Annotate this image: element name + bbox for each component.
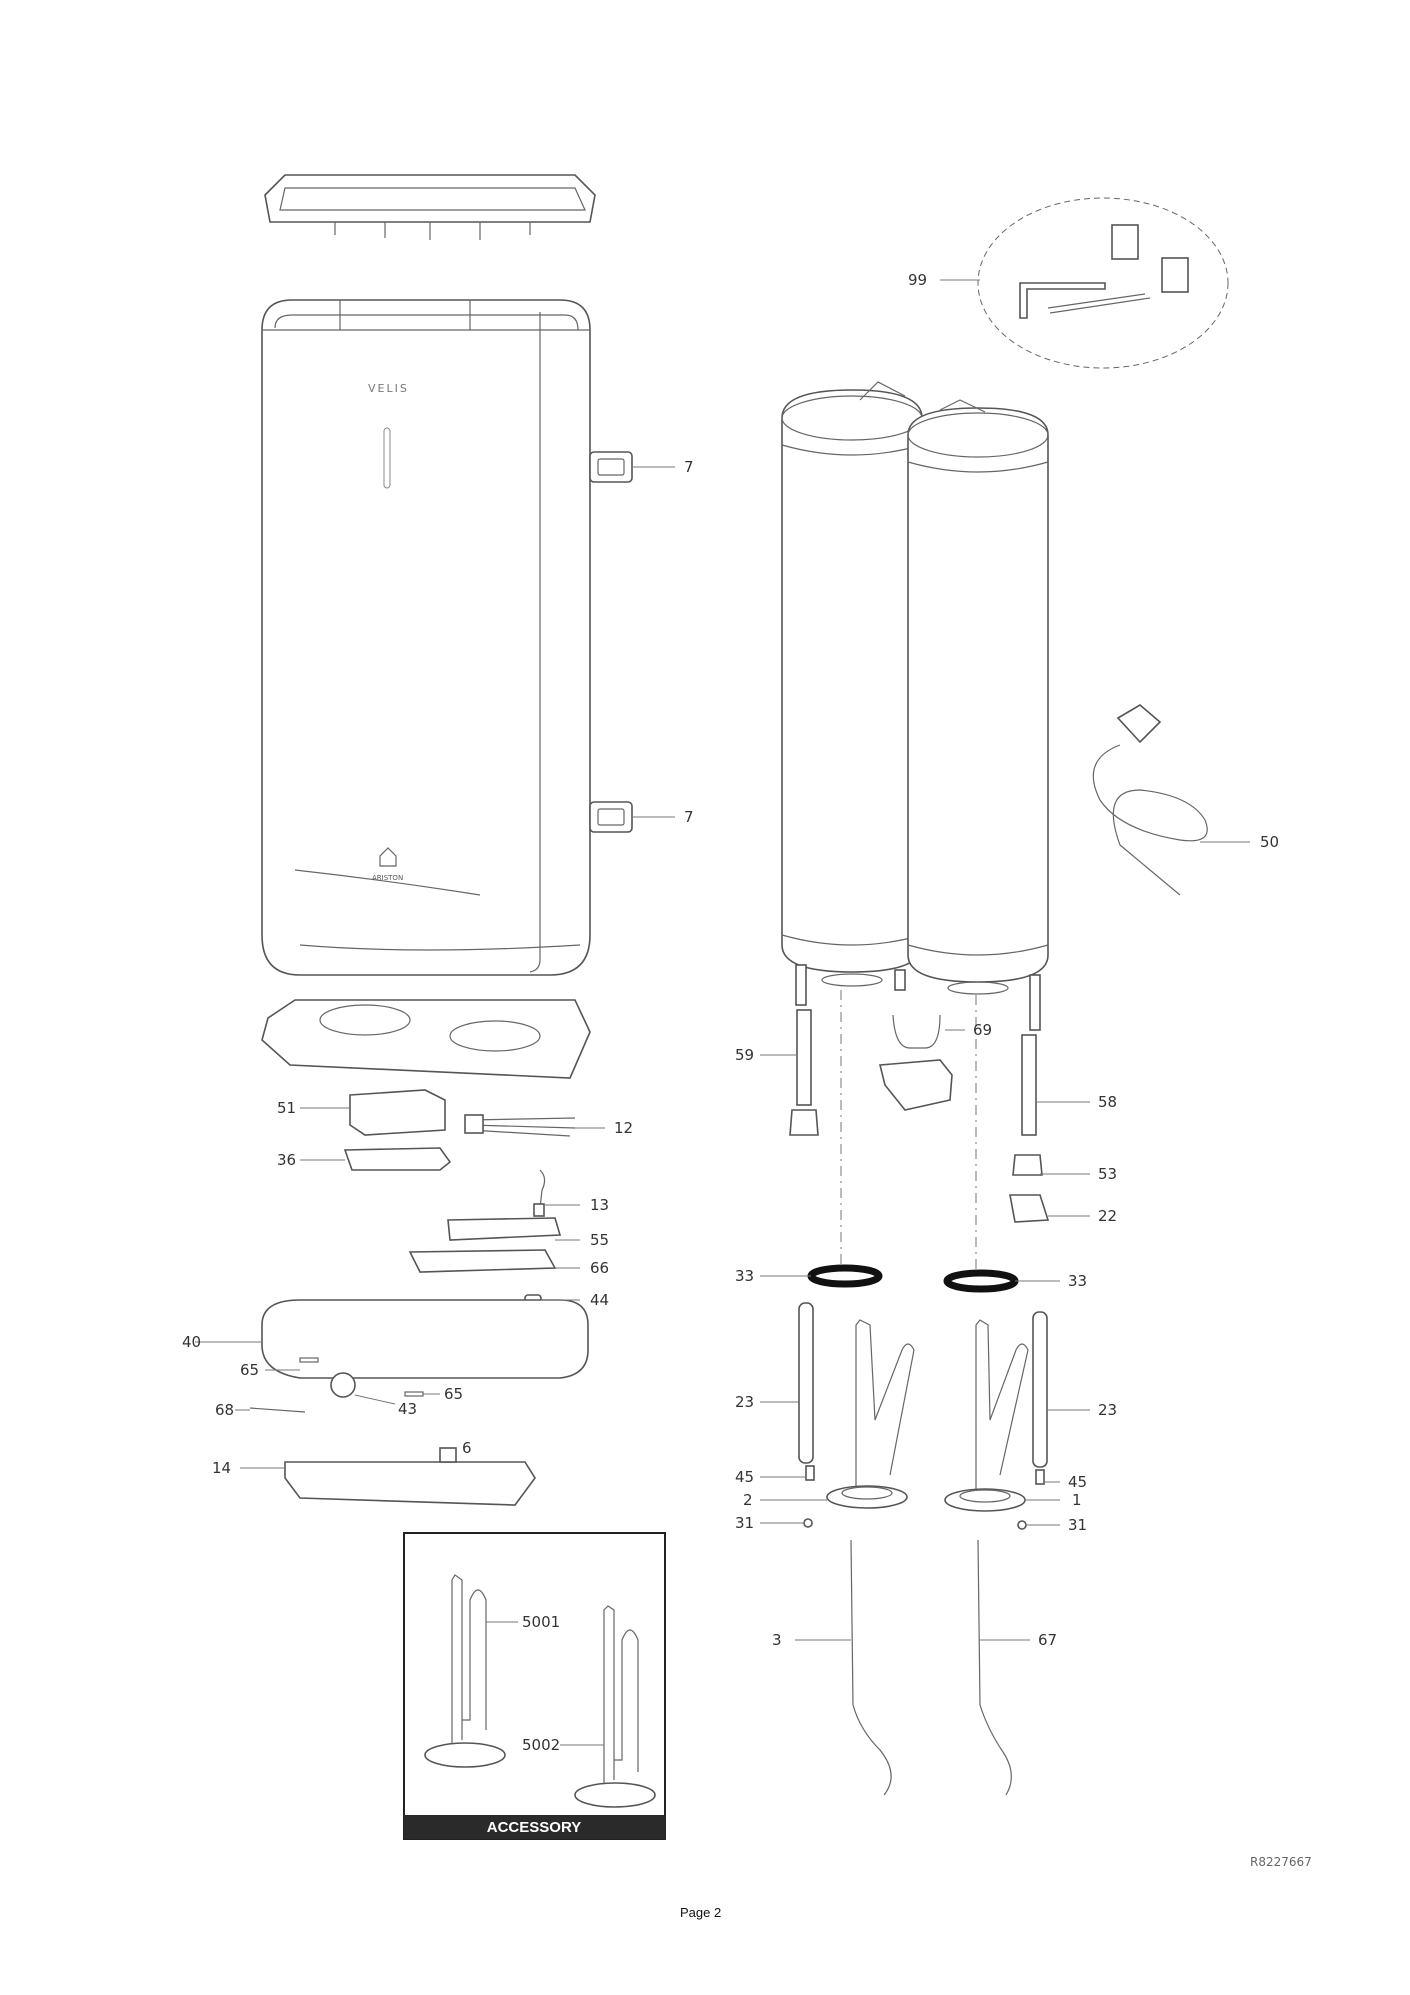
maker-logo: ARISTON — [372, 874, 403, 882]
callout-59: 59 — [735, 1046, 754, 1064]
callout-43: 43 — [398, 1400, 417, 1418]
callout-65-right: 65 — [444, 1385, 463, 1403]
callout-69: 69 — [973, 1021, 992, 1039]
screw-left — [805, 1465, 815, 1481]
tank-left — [781, 381, 923, 973]
heating-element-5002 — [574, 1605, 656, 1808]
display-slot — [383, 427, 391, 489]
gasket-left — [807, 1264, 883, 1288]
callout-14: 14 — [212, 1459, 231, 1477]
callout-1: 1 — [1072, 1491, 1082, 1509]
accessory-label: ACCESSORY — [487, 1819, 581, 1836]
callout-66: 66 — [590, 1259, 609, 1277]
power-cable — [1092, 704, 1208, 896]
callout-22: 22 — [1098, 1207, 1117, 1225]
callout-50: 50 — [1260, 833, 1279, 851]
callout-23-left: 23 — [735, 1393, 754, 1411]
installation-manual-icon — [1111, 224, 1139, 260]
bottom-cover — [249, 1299, 589, 1413]
nut-left — [803, 1518, 813, 1528]
callout-58: 58 — [1098, 1093, 1117, 1111]
callout-65-left: 65 — [240, 1361, 259, 1379]
anode-right — [1032, 1311, 1048, 1468]
callout-labels: 7 7 99 50 59 69 58 53 22 33 33 23 23 45 … — [182, 271, 1279, 1754]
display-board — [408, 1249, 557, 1273]
accessory-box: ACCESSORY — [403, 1532, 666, 1840]
anode-left — [798, 1302, 814, 1464]
brand-house-icon — [379, 847, 397, 867]
callout-12: 12 — [614, 1119, 633, 1137]
callout-55: 55 — [590, 1231, 609, 1249]
leader-lines — [195, 279, 1250, 1746]
control-knob — [330, 1372, 356, 1398]
wall-bracket-upper — [589, 451, 633, 483]
callout-31-left: 31 — [735, 1514, 754, 1532]
callout-44: 44 — [590, 1291, 609, 1309]
callout-5002: 5002 — [522, 1736, 560, 1754]
control-module — [349, 1089, 446, 1136]
callout-5001: 5001 — [522, 1613, 560, 1631]
power-board — [447, 1217, 562, 1241]
callout-53: 53 — [1098, 1165, 1117, 1183]
top-cover — [264, 174, 596, 240]
callout-3: 3 — [772, 1631, 782, 1649]
wall-bracket-lower — [589, 801, 633, 833]
flexible-pipe-left — [789, 1009, 819, 1136]
callout-2: 2 — [743, 1491, 753, 1509]
gasket-right — [943, 1269, 1019, 1293]
main-casing: VELIS ARISTON — [261, 299, 591, 976]
safety-manual-icon — [1161, 257, 1189, 293]
callout-40: 40 — [182, 1333, 201, 1351]
callout-7-lower: 7 — [684, 808, 694, 826]
terminal-block — [343, 1147, 452, 1171]
callout-68: 68 — [215, 1401, 234, 1419]
callout-45-right: 45 — [1068, 1473, 1087, 1491]
bottom-grille — [284, 1447, 536, 1506]
nut-right — [1017, 1520, 1027, 1530]
callout-13: 13 — [590, 1196, 609, 1214]
tank-pipes — [795, 964, 1041, 1031]
page-number: Page 2 — [680, 1905, 721, 1920]
callout-36: 36 — [277, 1151, 296, 1169]
heating-element-right — [944, 1319, 1029, 1512]
callout-31-right: 31 — [1068, 1516, 1087, 1534]
connection-pipe — [878, 1014, 953, 1111]
callout-33-left: 33 — [735, 1267, 754, 1285]
sensor-probe-right — [977, 1539, 1012, 1796]
thermostat-probe — [533, 1169, 546, 1217]
callout-6: 6 — [462, 1439, 472, 1457]
callout-45-left: 45 — [735, 1468, 754, 1486]
callout-99: 99 — [908, 271, 927, 289]
model-logo: VELIS — [368, 382, 409, 395]
flexible-pipe-right — [1009, 1034, 1050, 1223]
callout-33-right: 33 — [1068, 1272, 1087, 1290]
callout-51: 51 — [277, 1099, 296, 1117]
heating-element-left — [826, 1319, 915, 1509]
callout-23-right: 23 — [1098, 1401, 1117, 1419]
callout-7-upper: 7 — [684, 458, 694, 476]
wiring-harness — [464, 1114, 576, 1137]
screw-right — [1035, 1469, 1045, 1485]
document-reference: R8227667 — [1250, 1855, 1312, 1869]
tank-right — [907, 399, 1049, 983]
sensor-probe-left — [850, 1539, 892, 1796]
kit-dashed-outline — [977, 197, 1229, 369]
callout-67: 67 — [1038, 1631, 1057, 1649]
base-flange-plate — [261, 999, 591, 1079]
heating-element-5001 — [424, 1574, 506, 1768]
installation-kit — [977, 197, 1229, 369]
